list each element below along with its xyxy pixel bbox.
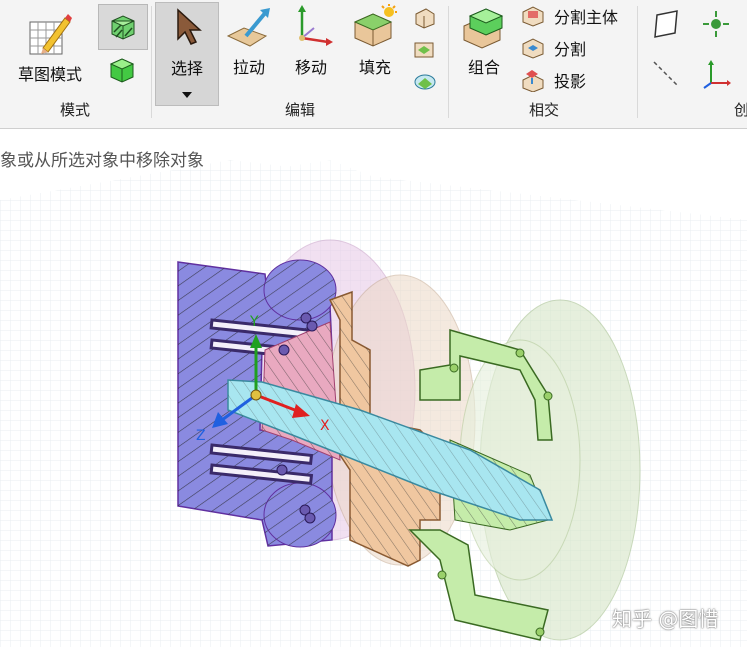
split-body-label: 分割主体 <box>554 8 619 27</box>
pull-label: 拉动 <box>232 58 265 77</box>
fill-label: 填充 <box>358 58 391 77</box>
z-axis-label: Z <box>196 428 206 444</box>
node-markers <box>276 312 318 524</box>
replace-button[interactable] <box>408 68 442 96</box>
plane-icon <box>654 10 678 38</box>
group-divider <box>637 6 638 118</box>
select-label: 选择 <box>170 59 203 78</box>
section-mode-button[interactable] <box>98 4 148 50</box>
move-label: 移动 <box>294 58 327 77</box>
create-group-label: 创 <box>734 101 747 119</box>
split-body-button[interactable]: 分割主体 <box>520 2 630 30</box>
move-button[interactable]: 移动 <box>284 4 338 88</box>
3d-viewport[interactable]: Y X Z <box>0 129 747 647</box>
ribbon-toolbar: 草图模式 模式 选择 拉动 <box>0 0 747 129</box>
coordinate-system-button[interactable] <box>698 56 734 92</box>
chevron-down-icon[interactable] <box>182 92 192 98</box>
tweak-face-icon <box>414 42 434 58</box>
combine-button[interactable]: 组合 <box>454 4 514 88</box>
origin-button[interactable] <box>698 6 734 42</box>
project-button[interactable]: 投影 <box>520 66 630 94</box>
move-gizmo[interactable] <box>212 334 310 428</box>
select-button[interactable]: 选择 <box>155 2 219 106</box>
split-label: 分割 <box>554 40 587 59</box>
fill-box-icon <box>353 4 397 47</box>
status-hint: 象或从所选对象中移除对象 <box>0 151 204 171</box>
blend-tool-button[interactable] <box>408 4 442 32</box>
combine-icon <box>463 8 504 49</box>
blend-shape-icon <box>415 8 435 29</box>
fill-button[interactable]: 填充 <box>346 4 404 88</box>
combine-label: 组合 <box>467 58 500 77</box>
select-arrow-icon <box>177 8 202 45</box>
sketch-mode-button[interactable]: 草图模式 <box>8 8 92 88</box>
edit-group-label: 编辑 <box>284 101 315 119</box>
pull-button[interactable]: 拉动 <box>222 4 276 88</box>
intersect-group-label: 相交 <box>528 101 559 119</box>
axis-line-button[interactable] <box>648 56 684 92</box>
3d-cube-icon <box>109 58 135 83</box>
green-section-bottom <box>408 529 549 641</box>
plane-button[interactable] <box>648 6 684 42</box>
section-cube-icon <box>111 15 135 40</box>
tweak-face-button[interactable] <box>408 36 442 64</box>
watermark: 知乎 @图惜 <box>612 607 719 631</box>
split-icon <box>522 38 544 59</box>
axis-line-icon <box>653 61 679 87</box>
group-divider <box>448 6 449 118</box>
mode-group-label: 模式 <box>59 101 90 119</box>
project-label: 投影 <box>554 72 587 91</box>
y-axis-label: Y <box>249 314 259 330</box>
split-body-icon <box>522 6 544 27</box>
green-node-markers <box>437 348 553 637</box>
group-divider <box>151 6 152 118</box>
project-icon <box>522 70 544 92</box>
x-axis-label: X <box>320 418 330 434</box>
split-button[interactable]: 分割 <box>520 34 630 62</box>
origin-icon <box>703 11 729 37</box>
3d-mode-button[interactable] <box>98 50 146 94</box>
pull-arrow-icon <box>226 8 270 47</box>
move-axes-icon <box>298 5 333 46</box>
replace-icon <box>414 74 436 90</box>
sketch-grid-pencil-icon <box>29 14 72 55</box>
sketch-mode-label: 草图模式 <box>17 65 82 84</box>
coordinate-system-icon <box>703 60 731 89</box>
